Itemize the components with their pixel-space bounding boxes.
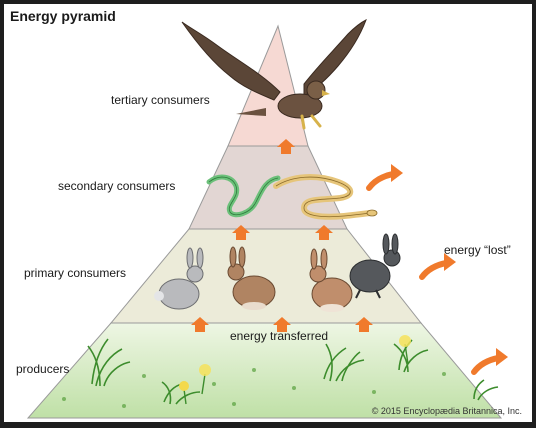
rabbit-icon: [154, 247, 204, 310]
pyramid-diagram: [26, 18, 532, 419]
rabbit-icon: [349, 233, 401, 299]
energy-pyramid-figure: Energy pyramid tertiary consumers second…: [4, 4, 532, 422]
rabbit-icon: [309, 248, 353, 312]
curved-arrow-icon: [369, 164, 403, 188]
label-producers: producers: [16, 362, 70, 376]
dandelion-icon: [179, 335, 411, 405]
label-secondary-consumers: secondary consumers: [58, 179, 176, 193]
snake-icon: [206, 174, 281, 218]
eagle-icon: [181, 18, 367, 130]
label-energy-transferred: energy transferred: [230, 329, 329, 343]
label-energy-lost: energy “lost”: [444, 243, 511, 257]
rabbit-icon: [227, 246, 276, 310]
label-tertiary-consumers: tertiary consumers: [111, 93, 210, 107]
copyright-notice: © 2015 Encyclopædia Britannica, Inc.: [371, 406, 522, 416]
label-primary-consumers: primary consumers: [24, 266, 127, 280]
grass-tufts: [62, 368, 446, 408]
diagram-title: Energy pyramid: [10, 8, 116, 24]
snake-icon: [273, 174, 378, 220]
curved-arrow-icon: [474, 348, 508, 372]
